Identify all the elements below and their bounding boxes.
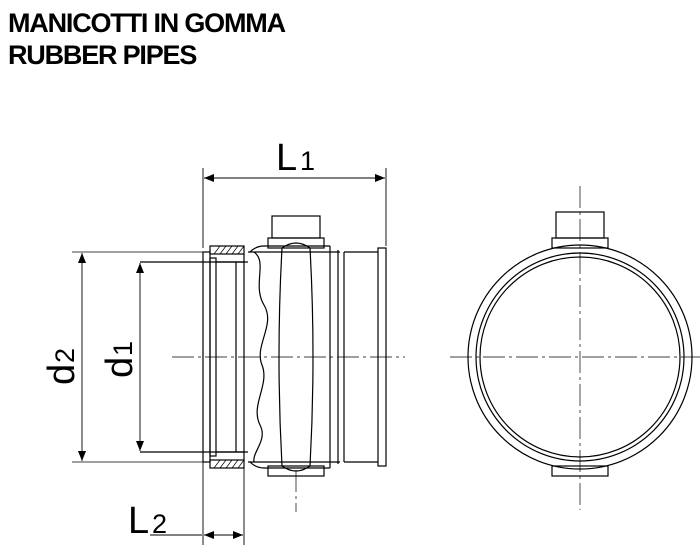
dimension-lines xyxy=(78,168,387,545)
label-d2: d 2 xyxy=(41,348,83,385)
d2-index: 2 xyxy=(50,348,80,363)
L1-index: 1 xyxy=(300,146,315,176)
label-d1: d 1 xyxy=(99,341,141,378)
L1-letter: L xyxy=(276,137,297,179)
title-english: RUBBER PIPES xyxy=(8,40,197,70)
d1-letter: d xyxy=(99,357,141,378)
label-L1: L 1 xyxy=(276,137,315,179)
d2-letter: d xyxy=(41,364,83,385)
side-view xyxy=(72,215,405,512)
hatch-top xyxy=(213,245,245,255)
label-L2: L 2 xyxy=(128,500,167,542)
L2-letter: L xyxy=(128,500,149,542)
title-italian: MANICOTTI IN GOMMA xyxy=(8,8,286,38)
hatch-bottom xyxy=(213,459,245,469)
L2-index: 2 xyxy=(152,509,167,539)
front-view xyxy=(450,186,700,510)
d1-index: 1 xyxy=(108,341,138,356)
